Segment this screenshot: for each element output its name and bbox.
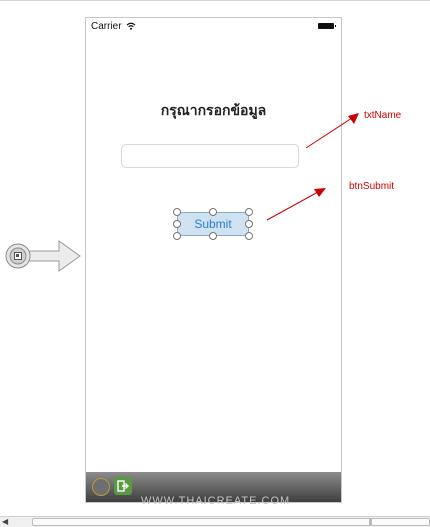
- status-bar: Carrier: [86, 18, 341, 36]
- watermark: WWW.THAICREATE.COM: [141, 495, 291, 507]
- arrowhead-icon: [314, 188, 326, 197]
- wifi-icon: [126, 22, 136, 30]
- view-controller-icon[interactable]: [92, 478, 110, 496]
- scroll-left-arrow-icon[interactable]: ◀: [2, 517, 9, 526]
- initial-scene-arrow-icon[interactable]: [3, 238, 83, 274]
- top-divider: [0, 0, 430, 1]
- txtname-text-field[interactable]: [121, 144, 299, 168]
- arrowhead-icon: [348, 113, 359, 124]
- scrollbar-thumb[interactable]: ⦀: [32, 518, 430, 527]
- btnsubmit-annotation: btnSubmit: [349, 181, 395, 192]
- resize-handle[interactable]: [173, 232, 181, 240]
- battery-icon: [318, 23, 336, 29]
- carrier-label: Carrier: [91, 21, 122, 32]
- resize-handle[interactable]: [209, 208, 217, 216]
- resize-handle[interactable]: [245, 232, 253, 240]
- resize-handle[interactable]: [173, 208, 181, 216]
- btnsubmit-pointer-arrow: [266, 191, 319, 221]
- txtname-annotation: txtName: [364, 110, 402, 121]
- view-controller-scene[interactable]: Carrier กรุณากรอกข้อมูล Submit: [85, 17, 342, 503]
- txtname-pointer-arrow: [305, 117, 353, 149]
- scrollbar-grip-icon: ⦀: [369, 518, 373, 527]
- horizontal-scrollbar[interactable]: ◀ ⦀: [0, 516, 430, 527]
- resize-handle[interactable]: [245, 208, 253, 216]
- exit-icon[interactable]: [114, 477, 132, 495]
- resize-handle[interactable]: [173, 220, 181, 228]
- resize-handle[interactable]: [245, 220, 253, 228]
- resize-handle[interactable]: [209, 232, 217, 240]
- submit-button-selection[interactable]: Submit: [173, 208, 253, 240]
- scene-dock: [86, 472, 341, 502]
- title-label[interactable]: กรุณากรอกข้อมูล: [160, 103, 267, 119]
